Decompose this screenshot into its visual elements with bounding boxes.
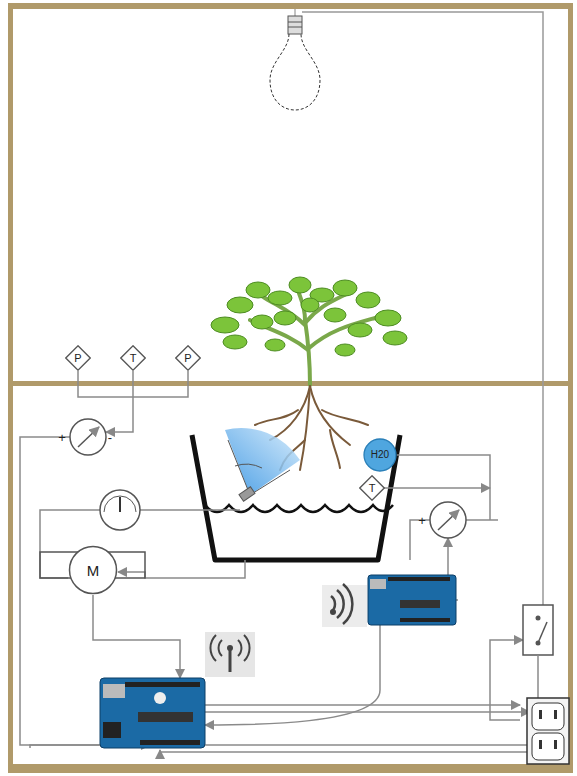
- spray-nozzle: [225, 428, 300, 501]
- power-outlet: [527, 698, 569, 764]
- wire: [20, 371, 537, 752]
- sensor-meter: [430, 502, 466, 538]
- water-level-sensor: H20: [363, 438, 397, 472]
- motor: M: [68, 545, 118, 595]
- pump-gauge: [100, 490, 140, 530]
- node-text: T: [369, 483, 376, 494]
- node-text: P: [74, 353, 81, 364]
- node-text: T: [130, 353, 137, 364]
- polarity-sign: +: [418, 514, 426, 527]
- arduino-board: [100, 678, 205, 748]
- wire: [302, 12, 543, 605]
- polarity-sign: +: [58, 431, 66, 444]
- wireless-receiver: [322, 584, 367, 627]
- node-text: M: [87, 563, 100, 578]
- water-tank: [192, 435, 400, 560]
- node-text: H20: [371, 450, 389, 460]
- temperature-sensor: T: [359, 475, 385, 501]
- sensor-meter: [70, 419, 106, 455]
- light-bulb: [270, 9, 320, 110]
- switch: [523, 605, 553, 700]
- wireless-transmitter: [205, 632, 255, 677]
- arduino-board: [368, 575, 456, 625]
- pressure-sensor: P: [65, 345, 91, 371]
- cabinet-frame: [8, 3, 573, 773]
- temperature-sensor: T: [120, 345, 146, 371]
- pressure-sensor: P: [175, 345, 201, 371]
- node-text: P: [184, 353, 191, 364]
- polarity-sign: -: [108, 431, 112, 444]
